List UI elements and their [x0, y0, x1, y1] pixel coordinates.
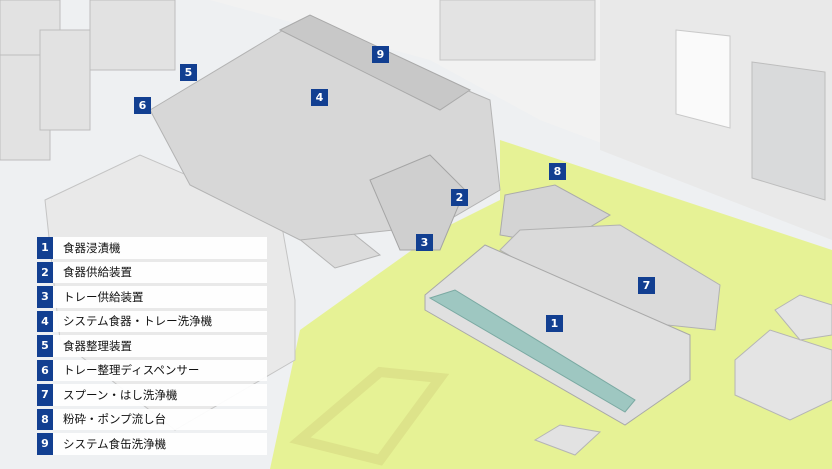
callout-4: 4 [311, 89, 328, 106]
legend-item: 5 食器整理装置 [37, 335, 267, 357]
callout-3: 3 [416, 234, 433, 251]
legend-item: 3 トレー供給装置 [37, 286, 267, 308]
callout-1: 1 [546, 315, 563, 332]
legend-number: 8 [37, 408, 53, 430]
legend-item: 8 粉砕・ポンプ流し台 [37, 408, 267, 430]
legend-label: 食器浸漬機 [63, 240, 121, 255]
double-door [751, 61, 826, 201]
sink-right-2 [774, 294, 832, 341]
tray-supply [369, 154, 466, 251]
floor-marking [289, 366, 450, 466]
legend-item: 6 トレー整理ディスペンサー [37, 359, 267, 381]
sink-bottom [533, 424, 602, 456]
soaking-machine [424, 244, 691, 426]
callout-7: 7 [638, 277, 655, 294]
cabinets-top [439, 0, 596, 61]
soaking-conveyor [428, 289, 636, 413]
legend-number: 1 [37, 237, 53, 259]
legend-item: 2 食器供給装置 [37, 261, 267, 283]
legend-number: 3 [37, 286, 53, 308]
legend-item: 4 システム食器・トレー洗浄機 [37, 310, 267, 332]
legend-label: トレー供給装置 [63, 289, 144, 304]
legend-item: 1 食器浸漬機 [37, 237, 267, 259]
legend-number: 2 [37, 261, 53, 283]
legend-number: 6 [37, 359, 53, 381]
legend-label: スプーン・はし洗浄機 [63, 387, 178, 402]
legend-number: 7 [37, 384, 53, 406]
legend-label: システム食缶洗浄機 [63, 436, 167, 451]
legend-number: 5 [37, 335, 53, 357]
legend-number: 4 [37, 310, 53, 332]
legend-label: 食器供給装置 [63, 265, 132, 280]
callout-9: 9 [372, 46, 389, 63]
legend-label: 粉砕・ポンプ流し台 [63, 412, 167, 427]
legend-item: 7 スプーン・はし洗浄機 [37, 384, 267, 406]
sink-right-1 [734, 329, 832, 421]
legend-item: 9 システム食缶洗浄機 [37, 433, 267, 455]
legend-number: 9 [37, 433, 53, 455]
callout-8: 8 [549, 163, 566, 180]
equipment-legend: 1 食器浸漬機 2 食器供給装置 3 トレー供給装置 4 システム食器・トレー洗… [37, 237, 267, 458]
callout-6: 6 [134, 97, 151, 114]
callout-5: 5 [180, 64, 197, 81]
legend-label: トレー整理ディスペンサー [63, 363, 200, 378]
door-right [675, 29, 731, 129]
legend-label: システム食器・トレー洗浄機 [63, 314, 213, 329]
storage-carts [0, 0, 176, 161]
legend-label: 食器整理装置 [63, 338, 132, 353]
callout-2: 2 [451, 189, 468, 206]
spoon-washer [499, 224, 721, 331]
